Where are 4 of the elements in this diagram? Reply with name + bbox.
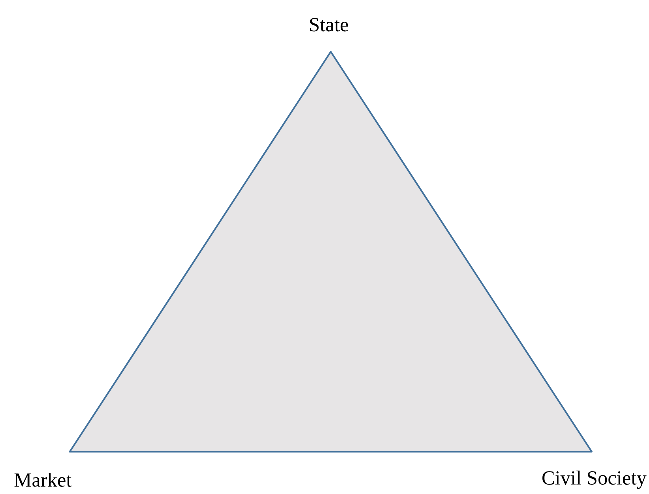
vertex-label: Market <box>14 472 72 488</box>
triangle <box>69 51 593 453</box>
vertex-label: State <box>310 18 348 32</box>
vertex-label: Civil Society <box>542 470 647 490</box>
